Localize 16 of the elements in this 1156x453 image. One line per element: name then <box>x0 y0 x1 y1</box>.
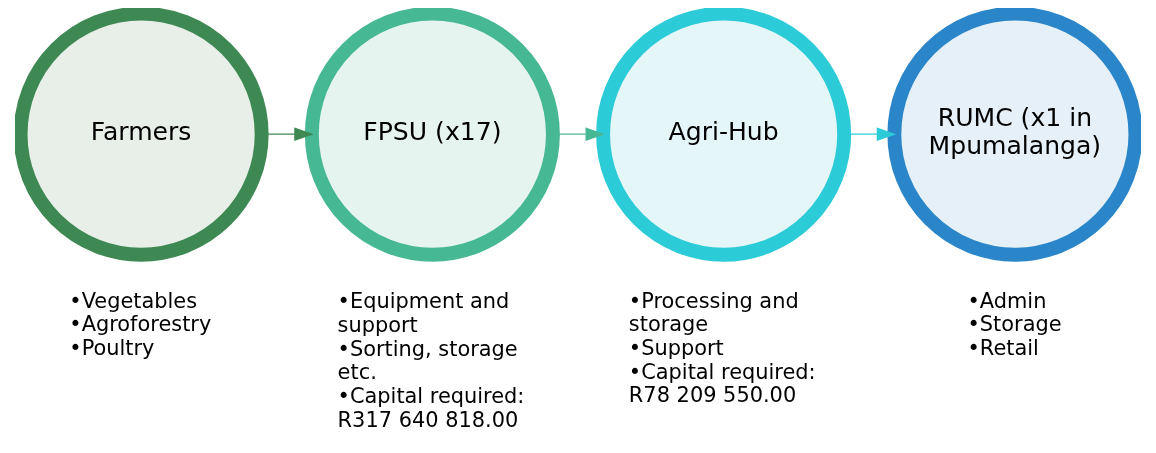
node-label: •Vegetables <box>69 288 198 313</box>
node-circle: RUMC (x1 in Mpumalanga) <box>887 8 1141 262</box>
node-label: •Capital required: R317 640 818.00 <box>337 384 525 432</box>
node-label: •Agroforestry <box>69 312 212 337</box>
node-label: •Capital required: R78 209 550.00 <box>628 359 816 408</box>
node-circle: FPSU (x17) <box>304 8 560 262</box>
node-label: •Equipment and support <box>337 289 510 338</box>
node-label: •Storage <box>967 312 1062 337</box>
node-circle: Agri-Hub <box>596 8 852 262</box>
node-label: •Poultry <box>69 336 155 361</box>
node-label: •Retail <box>967 336 1039 361</box>
node-label: •Processing and storage <box>628 288 799 337</box>
node-label: •Sorting, storage etc. <box>337 336 518 385</box>
node-circle: Farmers <box>15 8 269 262</box>
node-label: •Support <box>628 336 724 361</box>
node-label: •Admin <box>967 288 1047 313</box>
